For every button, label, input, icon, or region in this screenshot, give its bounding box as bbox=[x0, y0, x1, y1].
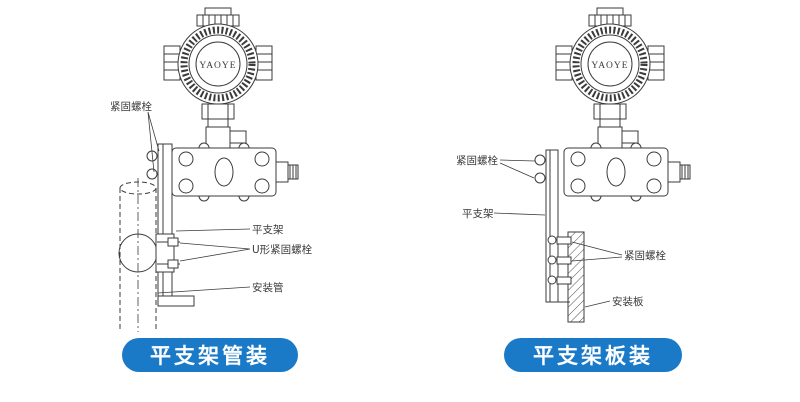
plate-bolt bbox=[556, 256, 572, 265]
annotations: 紧固螺栓 平支架 紧固螺栓 安装板 bbox=[456, 154, 666, 308]
caption-pipe-mount: 平支架管装 bbox=[122, 338, 298, 372]
flange-bolt bbox=[570, 178, 586, 194]
label-fastening-bolts: 紧固螺栓 bbox=[456, 154, 498, 167]
u-bolt-nut bbox=[167, 259, 179, 269]
label-flat-bracket: 平支架 bbox=[462, 208, 494, 220]
flange-body bbox=[171, 142, 299, 202]
flange-bolt bbox=[646, 151, 662, 167]
flange-bolt bbox=[178, 151, 194, 167]
flange-bolt bbox=[254, 178, 270, 194]
mounting-pipe bbox=[119, 178, 157, 332]
fastening-bolt bbox=[534, 172, 546, 184]
label-mounting-plate: 安装板 bbox=[612, 295, 644, 308]
caption-plate-mount: 平支架板装 bbox=[504, 338, 682, 372]
transmitter-neck bbox=[593, 103, 639, 149]
label-plate-bolts: 紧固螺栓 bbox=[624, 249, 666, 262]
brand-text: YAOYE bbox=[199, 61, 236, 71]
fastening-bolt bbox=[146, 168, 158, 180]
flange-bolt bbox=[254, 151, 270, 167]
transmitter-neck bbox=[201, 103, 247, 149]
label-flat-bracket: 平支架 bbox=[252, 224, 284, 236]
u-bolt-clamp bbox=[118, 233, 180, 273]
pipe-mount-diagram: YAOYE bbox=[110, 7, 313, 332]
label-mounting-pipe: 安装管 bbox=[252, 281, 284, 294]
flange-bolt bbox=[178, 178, 194, 194]
process-connector bbox=[275, 161, 289, 183]
plate-bolt bbox=[556, 276, 572, 285]
plate-bolt bbox=[556, 236, 572, 245]
label-u-bolt: U形紧固螺栓 bbox=[252, 243, 313, 256]
flange-body bbox=[563, 142, 691, 202]
process-connector bbox=[667, 161, 681, 183]
flange-bolt bbox=[570, 151, 586, 167]
transmitter-head: YAOYE bbox=[555, 7, 665, 105]
flange-bolt bbox=[646, 178, 662, 194]
flat-bracket bbox=[534, 149, 572, 303]
label-fastening-bolts: 紧固螺栓 bbox=[110, 100, 152, 113]
fastening-bolt bbox=[534, 154, 546, 166]
u-bolt-nut bbox=[167, 237, 179, 247]
brand-text: YAOYE bbox=[591, 61, 628, 71]
plate-mount-diagram: YAOYE bbox=[456, 7, 691, 323]
transmitter-head: YAOYE bbox=[163, 7, 273, 105]
annotations: 紧固螺栓 平支架 U形紧固螺栓 安装管 bbox=[110, 100, 313, 294]
